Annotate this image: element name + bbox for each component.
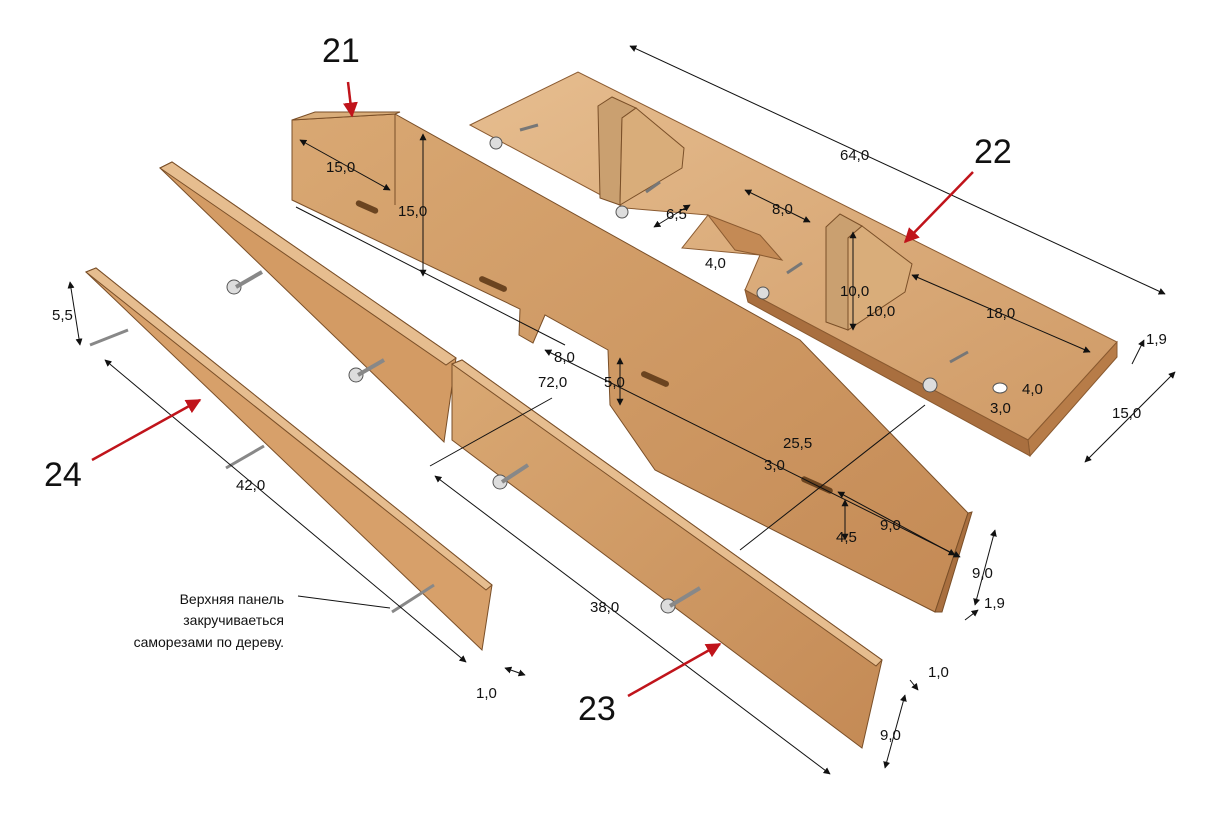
dimension-label: 10,0 (866, 303, 895, 320)
washer-bolt-icon (226, 270, 263, 295)
note-line-1: Верхняя панель (180, 591, 284, 607)
dimension-label: 8,0 (772, 201, 793, 218)
dimension-label: 4,0 (705, 255, 726, 272)
dimension-label: 64,0 (840, 147, 869, 164)
dimension-label: 1,0 (476, 685, 497, 702)
dimension-label: 15,0 (326, 159, 355, 176)
dimension-label: 1,9 (1146, 331, 1167, 348)
screw-icon (89, 328, 129, 347)
dimension-label: 38,0 (590, 599, 619, 616)
dimension-label: 1,0 (928, 664, 949, 681)
callout-label-22: 22 (974, 133, 1012, 171)
callout-arrow-21 (342, 81, 358, 118)
note-line-2: закручиваеться (183, 612, 284, 628)
middle-board-top (159, 161, 457, 366)
screw-icon (225, 444, 265, 470)
strip-face (85, 267, 493, 652)
dimension-label: 6,5 (666, 206, 687, 223)
dimension-label: 5,0 (604, 374, 625, 391)
dimension-label: 18,0 (986, 305, 1015, 322)
dimension-label: 5,5 (52, 307, 73, 324)
note-line-3: саморезами по дереву. (134, 634, 284, 650)
callout-label-24: 24 (44, 456, 82, 494)
bolt-hole (992, 382, 1008, 394)
slot (479, 276, 507, 292)
callout-arrows (91, 81, 974, 698)
part-24-strip (85, 267, 493, 652)
dimension-label: 15,0 (398, 203, 427, 220)
slot (355, 200, 379, 214)
callout-label-21: 21 (322, 32, 360, 70)
dimension-label: 3,0 (990, 400, 1011, 417)
dimension-label: 72,0 (538, 374, 567, 391)
dimension-label: 1,9 (984, 595, 1005, 612)
assembly-note: Верхняя панель закручиваеться саморезами… (134, 591, 284, 650)
dimension-label: 9,0 (972, 565, 993, 582)
dimension-label: 9,0 (880, 517, 901, 534)
callout-arrow-24 (91, 398, 202, 462)
callout-label-23: 23 (578, 690, 616, 728)
dimension-label: 3,0 (764, 457, 785, 474)
callout-arrow-22 (903, 171, 974, 244)
dimension-label: 25,5 (783, 435, 812, 452)
dimension-label: 10,0 (840, 283, 869, 300)
dimension-label: 42,0 (236, 477, 265, 494)
dimension-lines (67, 45, 1176, 775)
dimension-label: 15,0 (1112, 405, 1141, 422)
dimension-label: 4,5 (836, 529, 857, 546)
dimension-label: 4,0 (1022, 381, 1043, 398)
wing-nut-icon (489, 123, 539, 150)
callout-arrow-23 (627, 642, 722, 698)
dimension-label: 9,0 (880, 727, 901, 744)
dimension-label: 8,0 (554, 349, 575, 366)
